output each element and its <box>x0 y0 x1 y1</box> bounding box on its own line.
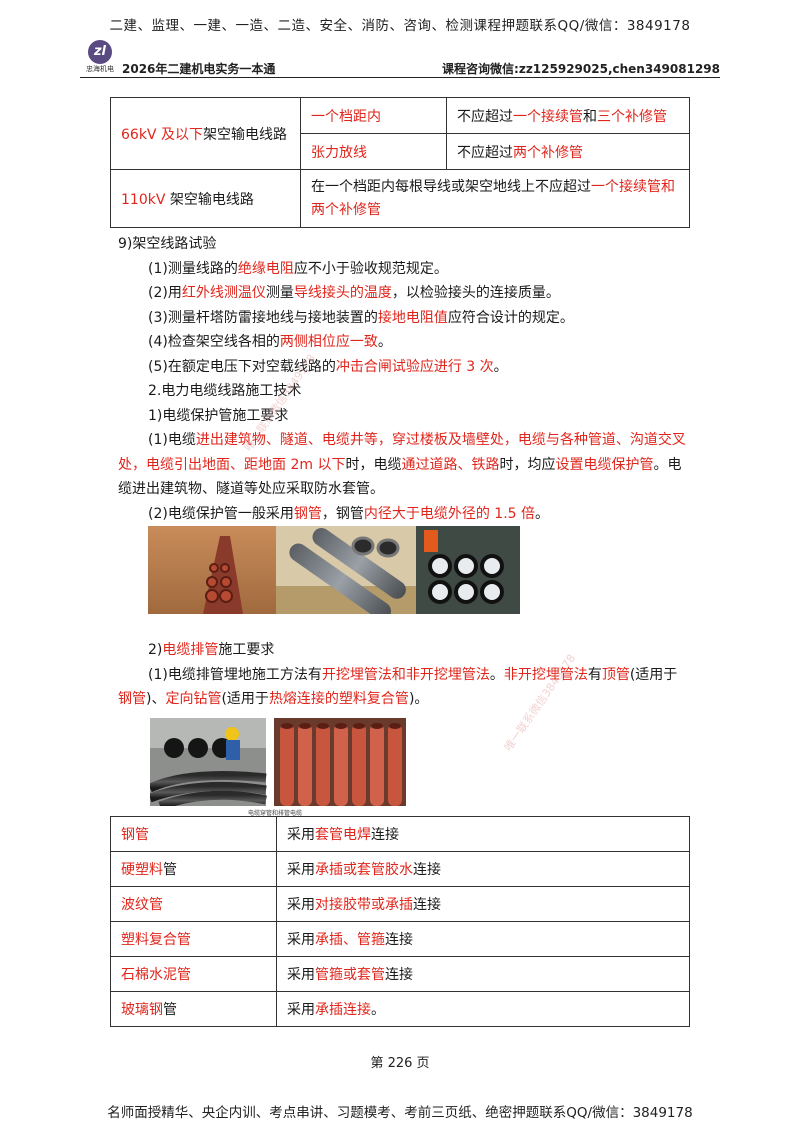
table-cell: 66kV 及以下架空输电线路 <box>110 97 301 170</box>
steel-pipes <box>289 527 406 614</box>
table-cell: 不应超过两个补修管 <box>446 133 690 170</box>
logo-text: 忠海机电 <box>86 65 114 73</box>
table-cell: 波纹管 <box>110 886 277 922</box>
table-cell: 采用套管电焊连接 <box>276 816 690 852</box>
table-row: 钢管 采用套管电焊连接 <box>110 816 690 852</box>
subsection-title: 1)电缆保护管施工要求 <box>148 407 289 424</box>
page-number: 第 226 页 <box>370 1056 430 1071</box>
top-banner: 二建、监理、一建、一造、二造、安全、消防、咨询、检测课程押题联系QQ/微信：38… <box>109 18 691 34</box>
table-row: 110kV 架空输电线路 在一个档距内每根导线或架空地线上不应超过一个接续管和两… <box>110 169 690 228</box>
bottom-banner: 名师面授精华、央企内训、考点串讲、习题模考、考前三页纸、绝密押题联系QQ/微信：… <box>107 1105 693 1121</box>
logo-mark: zl <box>88 40 112 64</box>
list-item: (3)测量杆塔防雷接地线与接地装置的接地电阻值应符合设计的规定。 <box>148 309 574 326</box>
cable-duct-photos <box>150 718 406 806</box>
cell-text: 一个接续管和两个补修管 <box>311 178 675 218</box>
table-cell: 张力放线 <box>300 133 447 170</box>
table-cell: 钢管 <box>110 816 277 852</box>
cell-text: 66kV 及以下 <box>121 126 203 143</box>
table-row: 波纹管 采用对接胶带或承插连接 <box>110 886 690 922</box>
paragraph: (1)电缆进出建筑物、隧道、电缆井等，穿过楼板及墙壁处，电缆与各种管道、沟道交叉… <box>118 432 686 497</box>
worker-helmet <box>225 727 239 741</box>
table-row: 玻璃钢管 采用承插连接。 <box>110 991 690 1027</box>
black-cables <box>150 771 267 806</box>
subsection-title: 2)电缆排管施工要求 <box>148 642 275 658</box>
table-cell: 塑料复合管 <box>110 921 277 957</box>
table-cell: 石棉水泥管 <box>110 956 277 992</box>
section-title: 2.电力电缆线路施工技术 <box>148 383 302 399</box>
section-9-text: 9)架空线路试验 (1)测量线路的绝缘电阻应不小于验收规范规定。 (2)用红外线… <box>118 232 690 526</box>
table-cell: 采用管箍或套管连接 <box>276 956 690 992</box>
table-cell: 不应超过一个接续管和三个补修管 <box>446 97 690 134</box>
section-2-text: 2)电缆排管施工要求 (1)电缆排管埋地施工方法有开挖埋管法和非开挖埋管法。非开… <box>118 638 690 712</box>
page-header: zl 忠海机电 2026年二建机电实务一本通 课程咨询微信:zz12592902… <box>80 40 720 78</box>
cell-text: 在一个档距内每根导线或架空地线上不应超过 <box>311 178 591 195</box>
table-cell: 硬塑料管 <box>110 851 277 887</box>
list-item: (1)测量线路的绝缘电阻应不小于验收规范规定。 <box>148 260 448 277</box>
table-cell: 采用承插、管箍连接 <box>276 921 690 957</box>
table-row: 66kV 及以下架空输电线路 一个档距内 不应超过一个接续管和三个补修管 <box>110 97 690 170</box>
paragraph: (1)电缆排管埋地施工方法有开挖埋管法和非开挖埋管法。非开挖埋管法有顶管(适用于… <box>118 666 678 708</box>
table-row: 张力放线 不应超过两个补修管 <box>111 133 690 170</box>
cable-protection-pipe-photos <box>148 526 520 614</box>
table-cell: 玻璃钢管 <box>110 991 277 1027</box>
white-pipe-array <box>428 554 504 604</box>
cell-text: 不应超过 <box>457 108 513 125</box>
header-contact: 课程咨询微信:zz125929025,chen349081298 <box>442 62 720 76</box>
red-duct-bundle <box>280 723 402 806</box>
photo-caption: 电缆穿管和排管电缆 <box>248 810 303 817</box>
book-title: 2026年二建机电实务一本通 <box>122 62 276 76</box>
cell-text: 架空输电线路 <box>202 126 287 143</box>
cell-text: 和 <box>583 108 597 125</box>
table-row: 硬塑料管 采用承插或套管胶水连接 <box>110 851 690 887</box>
table-row: 塑料复合管 采用承插、管箍连接 <box>110 921 690 957</box>
red-pipe-bundle <box>203 536 243 614</box>
table-cell: 110kV 架空输电线路 <box>110 169 301 228</box>
list-item: (4)检查架空线各相的两侧相位应一致。 <box>148 334 392 350</box>
cell-text: 不应超过 <box>457 144 513 161</box>
table-cell: 一个档距内 <box>300 97 447 134</box>
list-item: (2)用红外线测温仪测量导线接头的温度，以检验接头的连接质量。 <box>148 285 560 301</box>
table-row: 石棉水泥管 采用管箍或套管连接 <box>110 956 690 992</box>
cell-text: 架空输电线路 <box>165 191 254 208</box>
overhead-line-table: 66kV 及以下架空输电线路 一个档距内 不应超过一个接续管和三个补修管 张力放… <box>110 97 690 228</box>
logo: zl 忠海机电 <box>80 40 120 76</box>
paragraph: (2)电缆保护管一般采用钢管，钢管内径大于电缆外径的 1.5 倍。 <box>148 505 550 522</box>
table-cell: 采用对接胶带或承插连接 <box>276 886 690 922</box>
cell-text: 一个接续管 <box>513 108 583 125</box>
list-item: (5)在额定电压下对空载线路的冲击合闸试验应进行 3 次。 <box>148 358 508 375</box>
table-cell: 在一个档距内每根导线或架空地线上不应超过一个接续管和两个补修管 <box>300 169 690 228</box>
section-title: 9)架空线路试验 <box>118 236 217 252</box>
pipe-connection-table: 钢管 采用套管电焊连接 硬塑料管 采用承插或套管胶水连接 波纹管 采用对接胶带或… <box>110 816 690 1027</box>
cell-text: 三个补修管 <box>597 108 667 125</box>
cell-text: 110kV <box>121 191 166 208</box>
table-cell: 采用承插或套管胶水连接 <box>276 851 690 887</box>
table-cell: 采用承插连接。 <box>276 991 690 1027</box>
cell-text: 两个补修管 <box>513 144 583 161</box>
